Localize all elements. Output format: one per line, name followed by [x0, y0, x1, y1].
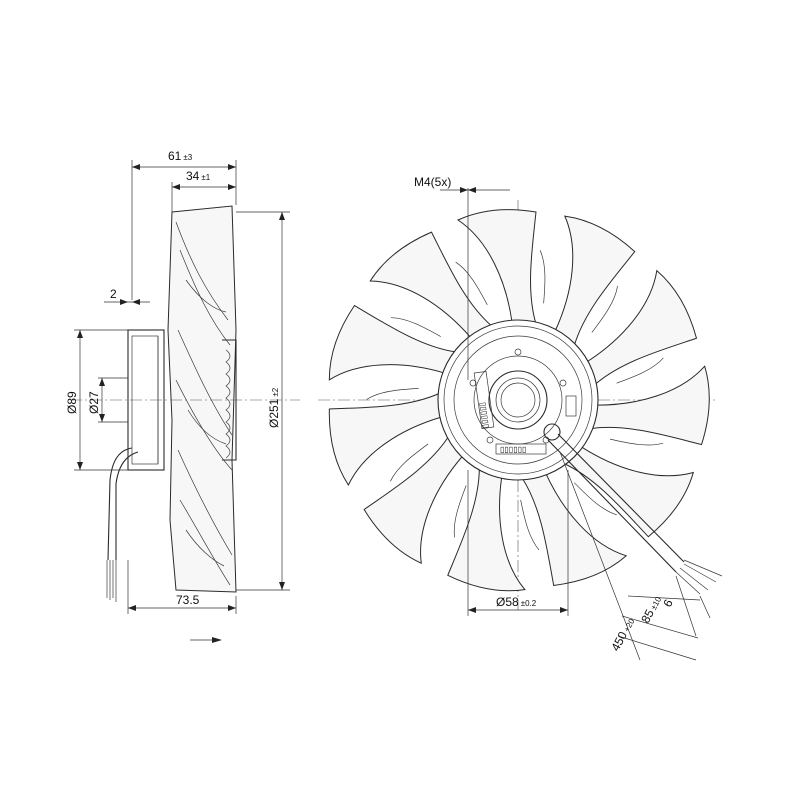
impeller-blade: [447, 467, 526, 592]
impeller-blades: [328, 209, 710, 592]
blade-rib: [366, 388, 419, 400]
dim-61-label: 61±3: [168, 149, 193, 163]
impeller-blade: [369, 231, 493, 339]
blade-rib: [390, 443, 429, 482]
impeller-blade: [590, 365, 710, 446]
dim-m4-label: M4(5x): [414, 175, 451, 189]
svg-text:▯▯▯▯▯▯: ▯▯▯▯▯▯: [500, 445, 526, 454]
blade-rib: [539, 250, 546, 304]
impeller-blade: [554, 215, 636, 347]
svg-text:▯▯▯▯▯▯: ▯▯▯▯▯▯: [477, 402, 490, 429]
blade-rib: [520, 499, 540, 551]
front-dimensions: M4(5x) Ø58±0.2 6 85±10 450+20: [414, 175, 711, 661]
impeller-blade: [562, 445, 695, 538]
dim-73-5-label: 73.5: [176, 593, 200, 607]
dim-89-label: Ø89: [65, 391, 79, 414]
side-view: [70, 205, 300, 602]
dim-85-label: 85±10: [638, 593, 664, 625]
front-view: ▯▯▯▯▯▯ ▯▯▯▯▯▯: [318, 200, 723, 610]
blade-rib: [616, 357, 664, 384]
dim-450-label: 450+20: [608, 615, 637, 653]
impeller-blade: [363, 435, 464, 565]
impeller-blade: [328, 304, 458, 381]
impeller-blade: [585, 269, 698, 386]
side-impeller-outline: [167, 205, 237, 593]
cable-front: [543, 423, 723, 595]
dim-58-label: Ø58±0.2: [496, 595, 537, 609]
dim-251-label: Ø251±2: [267, 387, 281, 428]
blade-rib: [391, 317, 441, 337]
blade-rib: [453, 485, 467, 538]
dim-34-label: 34±1: [186, 169, 211, 183]
blade-rib: [609, 438, 664, 446]
dim-2-label: 2: [110, 287, 117, 301]
blade-rib: [455, 261, 488, 305]
blade-rib: [574, 482, 617, 516]
side-dimensions: 61±3 34±1 2 Ø89 Ø27 Ø251±2: [65, 149, 290, 643]
blade-rib: [591, 285, 618, 333]
cable-side: [107, 447, 133, 561]
impeller-blade: [456, 209, 537, 325]
impeller-blade: [328, 392, 443, 487]
dim-27-label: Ø27: [87, 391, 101, 414]
motor-hub-front: ▯▯▯▯▯▯ ▯▯▯▯▯▯: [437, 319, 599, 481]
